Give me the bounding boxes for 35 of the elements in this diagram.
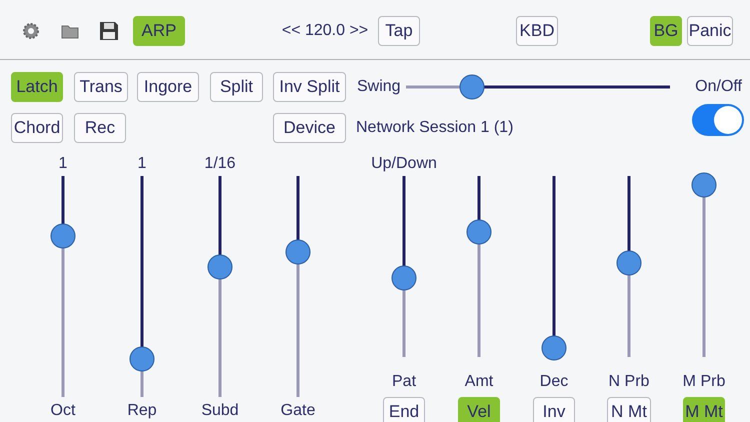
inv-split-button: Inv Split xyxy=(273,72,346,102)
n-mt-button: N Mt xyxy=(607,397,651,422)
slider-label: Subd xyxy=(201,401,239,421)
mode-button: ARP xyxy=(133,16,185,46)
ignore-button: Ingore xyxy=(137,72,199,102)
chord-button: Chord xyxy=(11,113,63,143)
slider-label: Dec xyxy=(540,372,568,392)
slider-label: Rep xyxy=(127,401,157,421)
vel-button: Vel xyxy=(458,397,500,422)
latch-button: Latch xyxy=(11,72,63,102)
on-off-label: On/Off xyxy=(695,77,742,97)
slider-label: Gate xyxy=(280,401,316,421)
slider-value: Up/Down xyxy=(371,154,437,174)
rec-button: Rec xyxy=(74,113,126,143)
slider-label: Pat xyxy=(392,372,416,392)
split-button: Split xyxy=(210,72,263,102)
slider-label: Amt xyxy=(464,372,494,392)
m-mt-button: M Mt xyxy=(683,397,725,422)
device-button: Device xyxy=(273,113,346,143)
slider-label: Oct xyxy=(50,401,76,421)
slider-value: 1/16 xyxy=(204,154,236,174)
panic-button: Panic xyxy=(687,16,733,46)
swing-label: Swing xyxy=(357,77,401,97)
end-button: End xyxy=(383,397,425,422)
inv-button: Inv xyxy=(533,397,575,422)
background-button: BG xyxy=(650,16,682,46)
keyboard-button: KBD xyxy=(516,16,558,46)
tempo-value: << 120.0 >> xyxy=(282,21,368,41)
slider-label: M Prb xyxy=(682,372,726,392)
tap-button: Tap xyxy=(378,16,420,46)
slider-value: 1 xyxy=(138,154,146,174)
trans-button: Trans xyxy=(74,72,128,102)
slider-value: 1 xyxy=(58,154,68,174)
slider-label: N Prb xyxy=(608,372,650,392)
session-name: Network Session 1 (1) xyxy=(356,118,514,138)
